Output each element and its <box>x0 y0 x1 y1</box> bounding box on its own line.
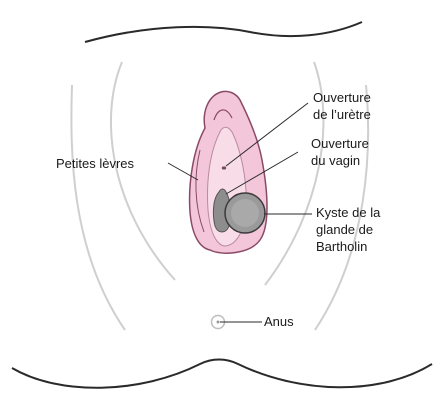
upper-body-contour <box>85 22 362 42</box>
label-labia-minora: Petites lèvres <box>56 155 134 172</box>
label-urethra-opening: Ouverture de l’urètre <box>313 89 371 123</box>
label-vaginal-opening: Ouverture du vagin <box>311 135 369 169</box>
label-vagina-line2: du vagin <box>311 152 369 169</box>
label-anus: Anus <box>264 313 294 330</box>
label-cyst-line3: Bartholin <box>316 238 380 255</box>
bartholin-cyst-highlight <box>231 199 259 227</box>
label-cyst-line2: glande de <box>316 221 380 238</box>
label-bartholin-cyst: Kyste de la glande de Bartholin <box>316 204 380 255</box>
label-cyst-line1: Kyste de la <box>316 204 380 221</box>
label-urethra-line1: Ouverture <box>313 89 371 106</box>
label-urethra-line2: de l’urètre <box>313 106 371 123</box>
left-outer-fold <box>71 85 125 330</box>
urethral-opening <box>222 166 226 169</box>
buttocks-contour <box>12 360 432 388</box>
label-vagina-line1: Ouverture <box>311 135 369 152</box>
anus-center <box>217 321 220 324</box>
